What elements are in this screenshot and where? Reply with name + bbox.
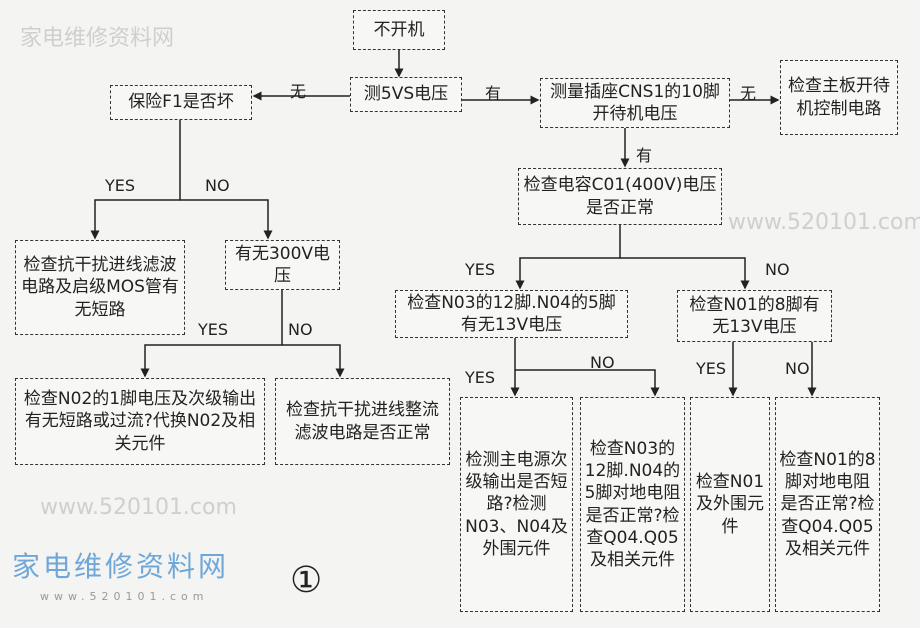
n02-box: 检查N02的1脚电压及次级输出有无短路或过流?代换N02及相关元件 xyxy=(15,378,265,465)
c01-box: 检查电容C01(400V)电压是否正常 xyxy=(518,168,722,225)
filter-mos-box: 检查抗干扰进线滤波电路及启级MOS管有无短路 xyxy=(15,240,185,335)
label-no: NO xyxy=(785,359,810,378)
fuse-box: 保险F1是否坏 xyxy=(110,85,252,120)
n01-check-box: 检查N01及外围元件 xyxy=(690,397,770,612)
label-no: NO xyxy=(765,260,790,279)
site-logo: 家电维修资料网 xyxy=(12,550,230,583)
label-has-voltage: 有 xyxy=(636,146,653,165)
label-no: NO xyxy=(288,320,313,339)
start-box: 不开机 xyxy=(353,10,445,50)
n01-box: 检查N01的8脚有无13V电压 xyxy=(677,290,832,342)
watermark: www.520101.com xyxy=(40,495,237,520)
label-yes: YES xyxy=(465,368,496,387)
figure-number: ① xyxy=(290,560,323,601)
main-psu-box: 检测主电源次级输出是否短路?检测N03、N04及外围元件 xyxy=(460,397,573,612)
site-url: www.520101.com xyxy=(40,590,209,603)
n01-res-box: 检查N01的8脚对地电阻是否正常?检查Q04.Q05及相关元件 xyxy=(775,397,880,612)
label-no: NO xyxy=(205,176,230,195)
label-yes: YES xyxy=(105,176,136,195)
label-yes: YES xyxy=(198,320,229,339)
v300-box: 有无300V电压 xyxy=(225,240,340,290)
n03-res-box: 检查N03的12脚.N04的5脚对地电阻是否正常?检查Q04.Q05及相关元件 xyxy=(580,397,685,612)
label-has-voltage: 有 xyxy=(485,84,502,103)
label-no: NO xyxy=(590,353,615,372)
n03-n04-box: 检查N03的12脚.N04的5脚有无13V电压 xyxy=(395,290,628,338)
watermark: 家电维修资料网 xyxy=(20,26,175,51)
label-yes: YES xyxy=(696,359,727,378)
watermark: www.520101.com xyxy=(728,210,920,235)
label-no-voltage: 无 xyxy=(290,82,307,101)
test-5vs-box: 测5VS电压 xyxy=(350,77,462,112)
label-no-voltage: 无 xyxy=(740,84,757,103)
mainboard-box: 检查主板开待机控制电路 xyxy=(780,60,898,135)
cns1-box: 测量插座CNS1的10脚开待机电压 xyxy=(540,78,730,128)
label-yes: YES xyxy=(465,260,496,279)
rectifier-box: 检查抗干扰进线整流滤波电路是否正常 xyxy=(275,378,450,465)
